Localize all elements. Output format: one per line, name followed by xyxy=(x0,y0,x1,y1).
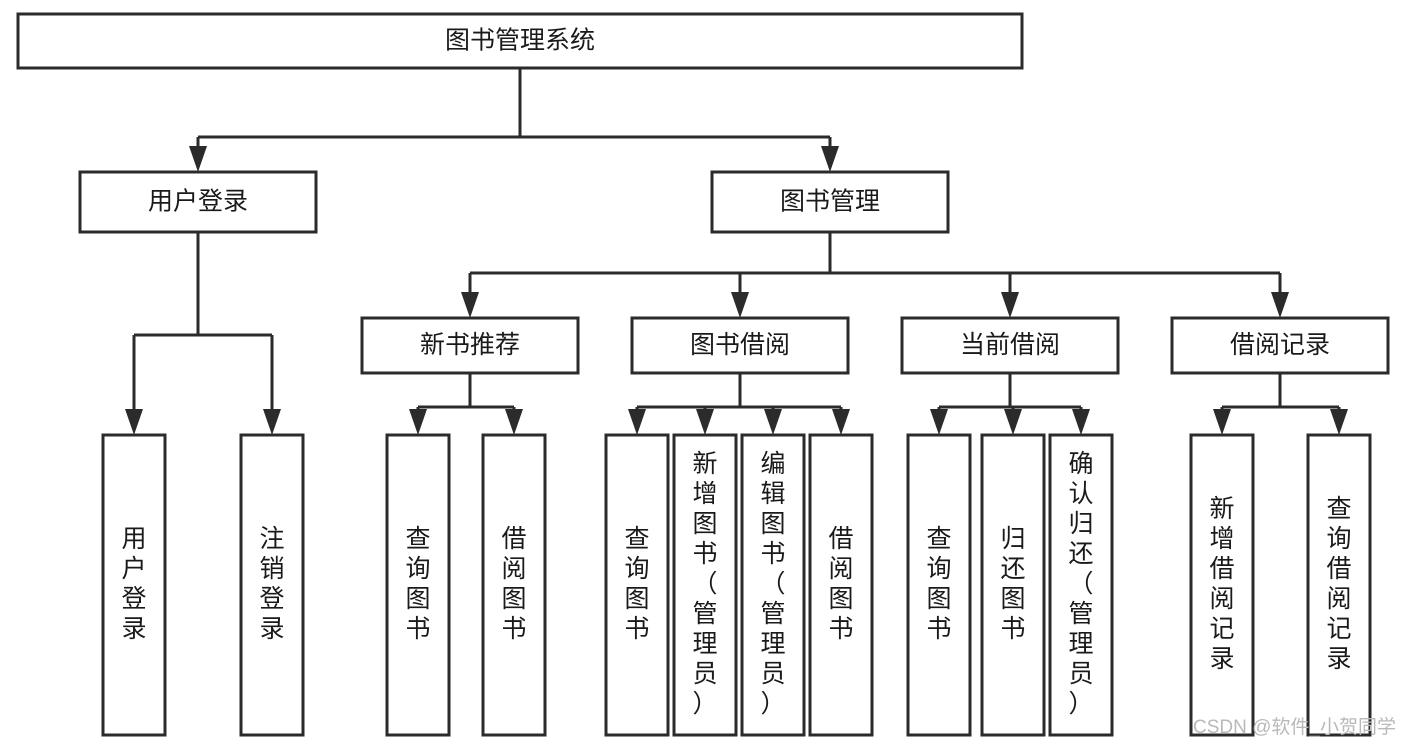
node-leaf-return-book-box[interactable] xyxy=(980,433,1046,737)
connector-arrow-icon xyxy=(1213,409,1231,435)
node-leaf-borrow-book-2-label: 借阅图书 xyxy=(828,525,853,643)
connector-arrow-icon xyxy=(1072,409,1090,435)
node-leaf-return-book-label: 归还图书 xyxy=(1000,525,1025,643)
node-new-book-recommend[interactable]: 新书推荐 xyxy=(360,316,580,375)
node-leaf-query-book-3-label: 查询图书 xyxy=(926,525,951,643)
node-leaf-query-record[interactable]: 查询借阅记录 xyxy=(1306,433,1372,737)
node-leaf-user-logout-box[interactable] xyxy=(239,433,305,737)
node-book-borrow[interactable]: 图书借阅 xyxy=(630,316,850,375)
node-leaf-user-login[interactable]: 用户登录 xyxy=(101,433,167,737)
connector-arrow-icon xyxy=(696,409,714,435)
node-new-book-recommend-label: 新书推荐 xyxy=(420,331,520,359)
connector-arrow-icon xyxy=(628,409,646,435)
connector-arrow-icon xyxy=(821,146,839,172)
node-leaf-add-record-box[interactable] xyxy=(1189,433,1255,737)
node-leaf-user-logout-label: 注销登录 xyxy=(259,525,284,643)
node-leaf-borrow-book-2-box[interactable] xyxy=(808,433,874,737)
node-leaf-return-book[interactable]: 归还图书 xyxy=(980,433,1046,737)
node-leaf-query-book-1[interactable]: 查询图书 xyxy=(385,433,451,737)
node-leaf-query-book-1-box[interactable] xyxy=(385,433,451,737)
node-leaf-borrow-book-2[interactable]: 借阅图书 xyxy=(808,433,874,737)
node-leaf-add-record[interactable]: 新增借阅记录 xyxy=(1189,433,1255,737)
node-root[interactable]: 图书管理系统 xyxy=(16,12,1024,70)
connector-arrow-icon xyxy=(189,146,207,172)
node-leaf-add-book[interactable]: 新增图书（管理员） xyxy=(672,433,738,737)
node-leaf-edit-book-label: 编辑图书（管理员） xyxy=(760,450,785,718)
connector-arrow-icon xyxy=(1271,292,1289,318)
node-leaf-confirm-return-box[interactable] xyxy=(1048,433,1114,737)
node-leaf-user-login-label: 用户登录 xyxy=(121,525,146,643)
node-leaf-user-logout[interactable]: 注销登录 xyxy=(239,433,305,737)
node-current-borrow-label: 当前借阅 xyxy=(960,331,1060,359)
connector-arrow-icon xyxy=(409,409,427,435)
nodes-layer: 图书管理系统用户登录图书管理新书推荐图书借阅当前借阅借阅记录用户登录注销登录查询… xyxy=(16,12,1390,737)
node-leaf-borrow-book-1-box[interactable] xyxy=(481,433,547,737)
watermark-label: CSDN @软件_小贺同学 xyxy=(1193,716,1396,738)
node-leaf-query-record-label: 查询借阅记录 xyxy=(1326,495,1351,673)
connector-arrow-icon xyxy=(832,409,850,435)
node-leaf-borrow-book-1[interactable]: 借阅图书 xyxy=(481,433,547,737)
node-book-manage[interactable]: 图书管理 xyxy=(710,170,950,234)
node-leaf-add-book-box[interactable] xyxy=(672,433,738,737)
node-current-borrow-box[interactable] xyxy=(900,316,1120,375)
node-leaf-user-login-box[interactable] xyxy=(101,433,167,737)
connector-arrow-icon xyxy=(1330,409,1348,435)
node-leaf-edit-book-box[interactable] xyxy=(740,433,806,737)
node-leaf-add-record-label: 新增借阅记录 xyxy=(1209,495,1234,673)
node-leaf-borrow-book-1-label: 借阅图书 xyxy=(501,525,526,643)
connectors-layer xyxy=(125,68,1348,435)
node-leaf-query-book-2[interactable]: 查询图书 xyxy=(604,433,670,737)
node-borrow-record-box[interactable] xyxy=(1170,316,1390,375)
node-leaf-query-book-3-box[interactable] xyxy=(906,433,972,737)
node-root-label: 图书管理系统 xyxy=(445,27,595,55)
node-book-borrow-label: 图书借阅 xyxy=(690,331,790,359)
node-book-manage-box[interactable] xyxy=(710,170,950,234)
node-current-borrow[interactable]: 当前借阅 xyxy=(900,316,1120,375)
node-leaf-add-book-label: 新增图书（管理员） xyxy=(692,450,717,718)
connector-arrow-icon xyxy=(930,409,948,435)
node-leaf-confirm-return-label: 确认归还（管理员） xyxy=(1068,450,1093,718)
node-leaf-query-book-2-label: 查询图书 xyxy=(624,525,649,643)
node-borrow-record-label: 借阅记录 xyxy=(1230,331,1330,359)
connector-arrow-icon xyxy=(505,409,523,435)
node-book-manage-label: 图书管理 xyxy=(780,188,880,216)
connector-arrow-icon xyxy=(1001,292,1019,318)
node-leaf-query-book-2-box[interactable] xyxy=(604,433,670,737)
node-borrow-record[interactable]: 借阅记录 xyxy=(1170,316,1390,375)
node-user-login[interactable]: 用户登录 xyxy=(78,170,318,234)
node-leaf-query-book-3[interactable]: 查询图书 xyxy=(906,433,972,737)
connector-arrow-icon xyxy=(125,409,143,435)
connector-arrow-icon xyxy=(461,292,479,318)
node-user-login-label: 用户登录 xyxy=(148,188,248,216)
node-root-box[interactable] xyxy=(16,12,1024,70)
connector-arrow-icon xyxy=(731,292,749,318)
node-book-borrow-box[interactable] xyxy=(630,316,850,375)
node-leaf-query-record-box[interactable] xyxy=(1306,433,1372,737)
node-new-book-recommend-box[interactable] xyxy=(360,316,580,375)
connector-arrow-icon xyxy=(1004,409,1022,435)
node-leaf-edit-book[interactable]: 编辑图书（管理员） xyxy=(740,433,806,737)
connector-arrow-icon xyxy=(764,409,782,435)
connector-arrow-icon xyxy=(263,409,281,435)
node-user-login-box[interactable] xyxy=(78,170,318,234)
node-leaf-query-book-1-label: 查询图书 xyxy=(405,525,430,643)
node-leaf-confirm-return[interactable]: 确认归还（管理员） xyxy=(1048,433,1114,737)
